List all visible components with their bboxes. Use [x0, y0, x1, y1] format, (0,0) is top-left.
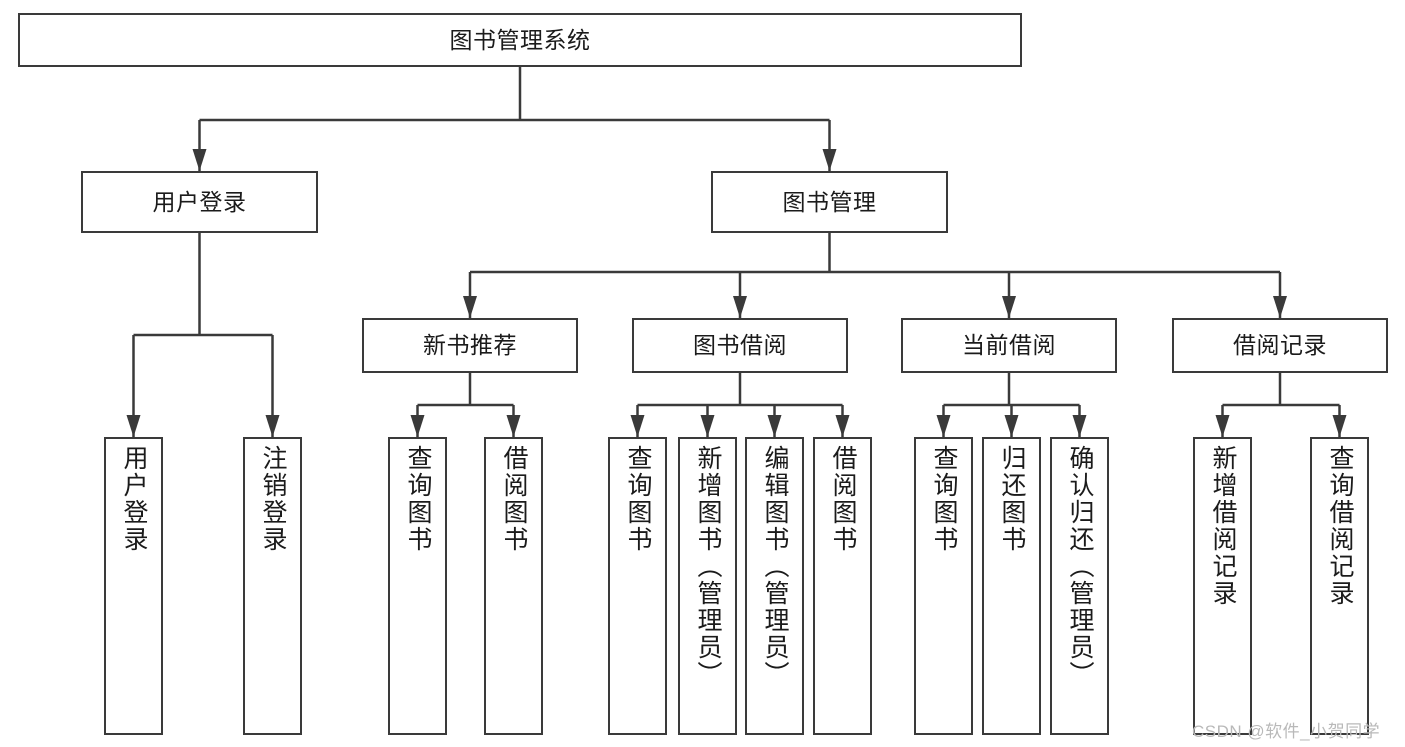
- node-book-management[interactable]: 图书管理: [711, 171, 948, 233]
- node-user-login[interactable]: 用户登录: [81, 171, 318, 233]
- node-label: 图书借阅: [693, 332, 787, 359]
- node-label: 新增图书（管理员）: [694, 445, 722, 688]
- arrowhead-book-management: [822, 149, 837, 171]
- node-label: 图书管理: [782, 188, 877, 215]
- node-label: 当前借阅: [962, 332, 1056, 359]
- arrowhead-leaf-borrow-book: [835, 415, 850, 437]
- arrowhead-book-borrow: [733, 296, 747, 318]
- node-leaf-confirm-return-admin[interactable]: 确认归还（管理员）: [1050, 437, 1109, 735]
- node-leaf-query-book-borrow[interactable]: 查询图书: [608, 437, 667, 735]
- node-label: 借阅记录: [1233, 332, 1327, 359]
- arrowhead-leaf-query-borrow-record: [1332, 415, 1347, 437]
- arrowhead-leaf-add-borrow-record: [1215, 415, 1230, 437]
- node-label: 借阅图书: [500, 445, 528, 553]
- arrowhead-leaf-query-book-current: [936, 415, 951, 437]
- node-label: 用户登录: [120, 445, 148, 553]
- node-current-borrow[interactable]: 当前借阅: [901, 318, 1117, 373]
- node-leaf-edit-book-admin[interactable]: 编辑图书（管理员）: [745, 437, 804, 735]
- node-leaf-user-logout[interactable]: 注销登录: [243, 437, 302, 735]
- node-leaf-query-book-rec[interactable]: 查询图书: [388, 437, 447, 735]
- arrowhead-new-book-recommend: [463, 296, 477, 318]
- node-leaf-return-book[interactable]: 归还图书: [982, 437, 1041, 735]
- arrowhead-leaf-confirm-return-admin: [1072, 415, 1087, 437]
- node-new-book-recommend[interactable]: 新书推荐: [362, 318, 578, 373]
- node-leaf-borrow-book[interactable]: 借阅图书: [813, 437, 872, 735]
- arrowhead-user-login: [192, 149, 207, 171]
- node-label: 借阅图书: [829, 445, 857, 553]
- arrowhead-leaf-borrow-book-rec: [506, 415, 521, 437]
- node-leaf-add-book-admin[interactable]: 新增图书（管理员）: [678, 437, 737, 735]
- arrowhead-leaf-add-book-admin: [700, 415, 715, 437]
- node-label: 查询借阅记录: [1326, 445, 1354, 607]
- node-leaf-user-login[interactable]: 用户登录: [104, 437, 163, 735]
- node-label: 查询图书: [930, 445, 958, 553]
- node-leaf-add-borrow-record[interactable]: 新增借阅记录: [1193, 437, 1252, 735]
- arrowhead-leaf-query-book-borrow: [630, 415, 645, 437]
- node-label: 查询图书: [404, 445, 432, 553]
- node-label: 新书推荐: [423, 332, 517, 359]
- node-borrow-record[interactable]: 借阅记录: [1172, 318, 1388, 373]
- node-label: 新增借阅记录: [1209, 445, 1237, 607]
- node-label: 用户登录: [152, 188, 247, 215]
- arrowhead-borrow-record: [1273, 296, 1287, 318]
- node-label: 注销登录: [259, 445, 287, 553]
- arrowhead-leaf-query-book-rec: [410, 415, 425, 437]
- arrowhead-leaf-user-logout: [265, 415, 280, 437]
- node-label: 确认归还（管理员）: [1066, 445, 1094, 688]
- node-label: 查询图书: [624, 445, 652, 553]
- arrowhead-leaf-edit-book-admin: [767, 415, 782, 437]
- node-label: 编辑图书（管理员）: [761, 445, 789, 688]
- arrowhead-leaf-user-login: [126, 415, 141, 437]
- node-label: 图书管理系统: [449, 26, 591, 53]
- node-label: 归还图书: [998, 445, 1026, 553]
- node-leaf-borrow-book-rec[interactable]: 借阅图书: [484, 437, 543, 735]
- node-root[interactable]: 图书管理系统: [18, 13, 1022, 67]
- arrowhead-leaf-return-book: [1004, 415, 1019, 437]
- arrowhead-current-borrow: [1002, 296, 1016, 318]
- csdn-watermark: CSDN @软件_小贺同学: [1192, 722, 1381, 741]
- node-book-borrow[interactable]: 图书借阅: [632, 318, 848, 373]
- node-leaf-query-book-current[interactable]: 查询图书: [914, 437, 973, 735]
- node-leaf-query-borrow-record[interactable]: 查询借阅记录: [1310, 437, 1369, 735]
